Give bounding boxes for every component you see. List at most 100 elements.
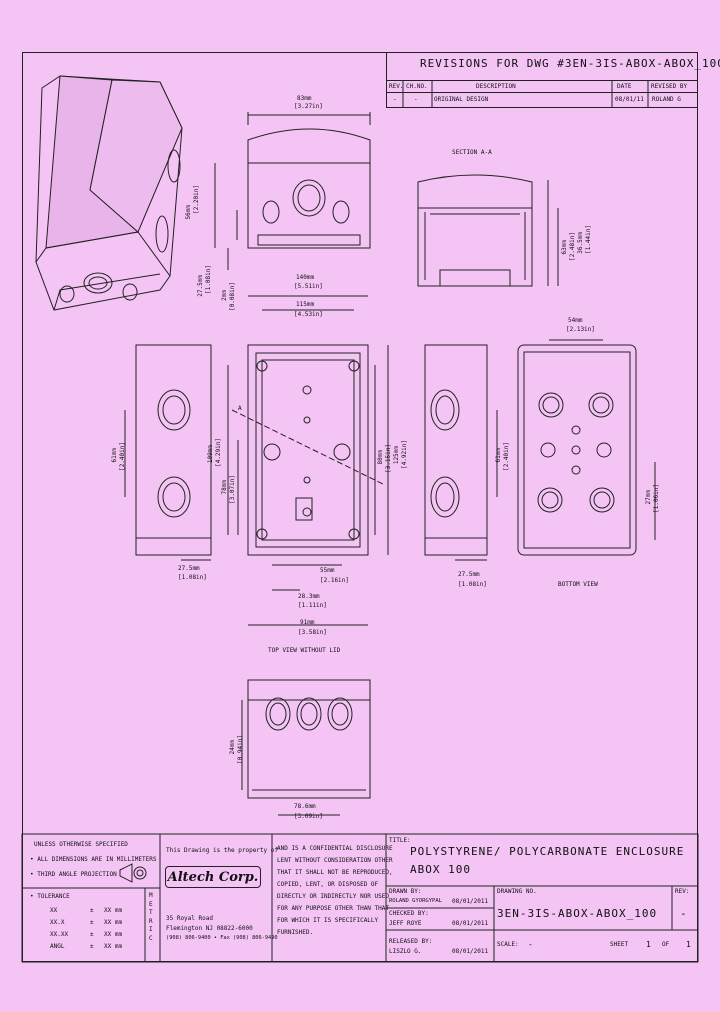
tol-row-1-c: XX mm: [104, 907, 123, 914]
tol-row-4-a: ANGL: [50, 943, 65, 950]
dim-140: 140mm: [296, 274, 315, 281]
dim-56-in: [2.20in]: [193, 185, 200, 214]
dim-36-5-in: [1.44in]: [585, 225, 592, 254]
title-label: TITLE:: [389, 837, 411, 844]
scale-value: -: [528, 940, 533, 949]
property-address-1: 35 Royal Road: [166, 915, 213, 922]
section-label: SECTION A-A: [452, 149, 492, 156]
checked-date: 08/01/2011: [452, 920, 489, 927]
released-label: RELEASED BY:: [389, 938, 433, 945]
note-all-dims: • ALL DIMENSIONS ARE IN MILLIMETERS: [30, 856, 157, 863]
dim-80: 80mm: [377, 450, 384, 465]
dim-91: 91mm: [300, 619, 315, 626]
dim-115-in: [4.53in]: [294, 311, 323, 318]
rev-header-chno: CH.NO.: [406, 83, 428, 90]
side-view-top: [214, 112, 371, 270]
released-date: 08/01/2011: [452, 948, 489, 955]
confidential-1: AND IS A CONFIDENTIAL DISCLOSURE: [277, 845, 393, 852]
confidential-8: FURNISHED.: [277, 929, 314, 936]
of-value: 1: [686, 940, 691, 949]
dim-61-left-in: [2.40in]: [119, 442, 126, 471]
rev-row-rev: -: [393, 96, 397, 103]
sheet-label: SHEET: [610, 941, 629, 948]
rev-header-desc: DESCRIPTION: [476, 83, 516, 90]
rev-header-rev: REV.: [389, 83, 404, 90]
sheet-value: 1: [646, 940, 651, 949]
property-address-3: (908) 806-9400 • Fax (908) 806-9490: [166, 935, 278, 941]
checked-by: JEFF ROYE: [389, 920, 422, 927]
dim-28-in: [1.11in]: [298, 602, 327, 609]
bottom-view: [517, 339, 656, 556]
dim-2: 2mm: [221, 290, 228, 301]
confidential-2: LENT WITHOUT CONSIDERATION OTHER: [277, 857, 393, 864]
rev-header-date: DATE: [617, 83, 632, 90]
drawn-label: DRAWN BY:: [389, 888, 422, 895]
confidential-7: FOR WHICH IT IS SPECIFICALLY: [277, 917, 379, 924]
section-a-a-view: [417, 174, 559, 287]
drawn-by: ROLAND GYORGYPAL: [389, 898, 442, 904]
confidential-3: THAT IT SHALL NOT BE REPRODUCED,: [277, 869, 393, 876]
dim-27-in: [1.06in]: [653, 484, 660, 513]
dim-91-in: [3.58in]: [298, 629, 327, 636]
confidential-6: FOR ANY PURPOSE OTHER THAN THAT: [277, 905, 389, 912]
bottom-view-label: BOTTOM VIEW: [558, 581, 598, 588]
rev-header-by: REVISED BY: [651, 83, 688, 90]
dim-27-5-left: 27.5mm: [178, 565, 200, 572]
left-side-view: [124, 344, 212, 561]
dim-55-in: [2.16in]: [320, 577, 349, 584]
dim-78-6-in: [3.09in]: [294, 813, 323, 820]
top-view-without-lid: [227, 295, 389, 626]
section-marker-a: A: [238, 405, 242, 412]
dim-63: 63mm: [561, 240, 568, 255]
dim-27-5-right: 27.5mm: [458, 571, 480, 578]
dim-63-in: [2.48in]: [569, 232, 576, 261]
dim-78-in: [3.07in]: [229, 475, 236, 504]
dim-27-5: 27.5mm: [197, 275, 204, 297]
dim-54: 54mm: [568, 317, 583, 324]
title-line-2: ABOX 100: [410, 863, 471, 876]
dim-78: 78mm: [221, 480, 228, 495]
metric-label: METRIC: [149, 892, 153, 942]
property-address-2: Flemington NJ 08822-6000: [166, 925, 253, 932]
revisions-header-row: [386, 80, 698, 93]
rev-label: REV:: [675, 888, 690, 895]
rev-row-by: ROLAND G: [652, 96, 681, 103]
rev-row-date: 08/01/11: [615, 96, 644, 103]
drawn-date: 08/01/2011: [452, 898, 489, 905]
dim-54-in: [2.13in]: [566, 326, 595, 333]
note-unless: UNLESS OTHERWISE SPECIFIED: [34, 841, 128, 848]
rev-row-chno: -: [414, 96, 418, 103]
dim-80-in: [3.15in]: [385, 444, 392, 473]
tol-row-3-c: XX mm: [104, 931, 123, 938]
tol-row-4-c: XX mm: [104, 943, 123, 950]
tol-row-3-a: XX.XX: [50, 931, 69, 938]
title-line-1: POLYSTYRENE/ POLYCARBONATE ENCLOSURE: [410, 845, 685, 858]
dim-27-5-left-in: [1.08in]: [178, 574, 207, 581]
right-side-view: [424, 344, 498, 561]
rev-row-desc: ORIGINAL DESIGN: [434, 96, 489, 103]
scale-label: SCALE:: [497, 941, 519, 948]
dim-83: 83mm: [297, 95, 312, 102]
confidential-5: DIRECTLY OR INDIRECTLY NOR USED: [277, 893, 389, 900]
released-by: LISZLO G.: [389, 948, 422, 955]
dim-56: 56mm: [185, 205, 192, 220]
dim-61-left: 61mm: [111, 448, 118, 463]
dim-115: 115mm: [296, 301, 315, 308]
dim-55: 55mm: [320, 567, 335, 574]
dim-78-6: 78.6mm: [294, 803, 316, 810]
drawing-no: 3EN-3IS-ABOX-ABOX_100: [497, 907, 658, 920]
dim-27-5-right-in: [1.08in]: [458, 581, 487, 588]
dim-109: 109mm: [207, 445, 214, 464]
dim-109-in: [4.29in]: [215, 438, 222, 467]
tol-row-1-a: XX: [50, 907, 58, 914]
tol-row-2-c: XX mm: [104, 919, 123, 926]
dim-83-in: [3.27in]: [294, 103, 323, 110]
altech-logo: Altech Corp.: [165, 866, 261, 888]
dim-140-in: [5.51in]: [294, 283, 323, 290]
revisions-title: REVISIONS FOR DWG #3EN-3IS-ABOX-ABOX_100: [420, 57, 720, 70]
note-third-angle: • THIRD ANGLE PROJECTION: [30, 871, 117, 878]
tol-row-3-b: ±: [90, 931, 94, 938]
dim-61-right-in: [2.40in]: [503, 442, 510, 471]
dim-27-5-in: [1.08in]: [205, 265, 212, 294]
